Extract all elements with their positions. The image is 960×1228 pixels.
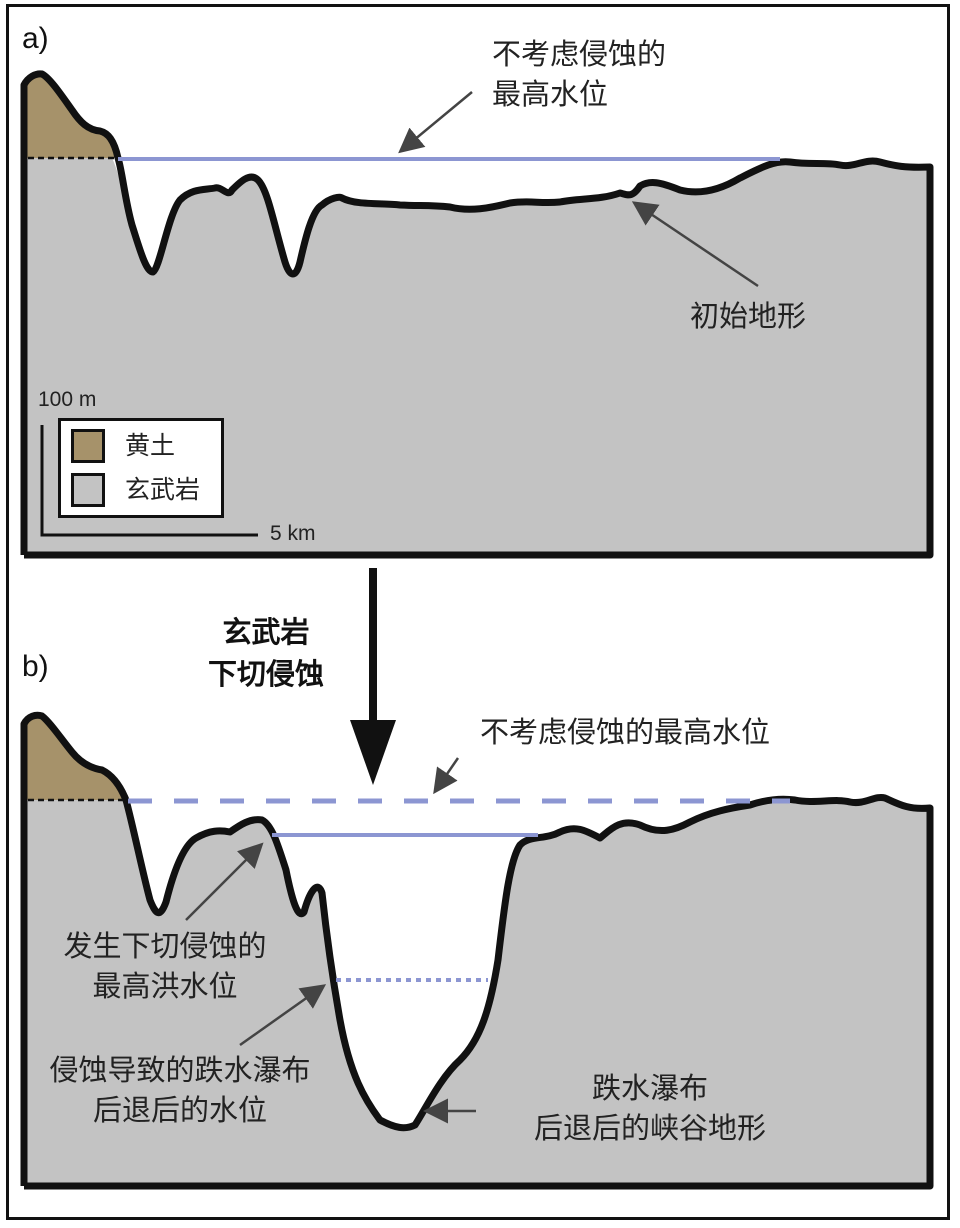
transition-label-line1: 玄武岩 (222, 615, 310, 649)
panel-b-max-level-arrow (433, 757, 460, 795)
legend: 黄土 玄武岩 (58, 418, 224, 518)
panel-b-retreat-level-label-line2: 后退后的水位 (92, 1093, 267, 1127)
scale-bar (40, 425, 258, 537)
panel-b-canyon-label-line2: 后退后的峡谷地形 (533, 1111, 766, 1145)
panel-b-flood-level-label-line2: 最高洪水位 (92, 969, 238, 1003)
panel-a-max-level-arrow (398, 91, 473, 154)
transition-label-line2: 下切侵蚀 (207, 657, 324, 691)
legend-swatch-basalt (71, 473, 105, 507)
panel-a-initial-terrain-arrow (631, 201, 759, 288)
panel-a-max-level-label-line1: 不考虑侵蚀的 (492, 37, 667, 71)
panel-b-canyon-label-line1: 跌水瀑布 (591, 1071, 708, 1105)
scale-vertical-label: 100 m (38, 388, 97, 411)
panel-b-flood-level-arrow (185, 842, 264, 921)
panel-a-label: a) (22, 22, 49, 55)
panel-a-max-level-label-line2: 最高水位 (492, 77, 609, 111)
panel-a-initial-terrain-label: 初始地形 (690, 299, 807, 333)
legend-label-basalt: 玄武岩 (125, 475, 201, 504)
panel-b-retreat-level-label-line1: 侵蚀导致的跌水瀑布 (49, 1053, 311, 1087)
panel-b-terrain (20, 711, 934, 1190)
panel-a-terrain (20, 70, 934, 559)
panel-b-flood-level-label-line1: 发生下切侵蚀的 (63, 929, 267, 963)
panel-b-label: b) (22, 650, 49, 683)
legend-label-loess: 黄土 (125, 431, 176, 460)
panel-b-max-level-label: 不考虑侵蚀的最高水位 (480, 715, 771, 749)
scale-horizontal-label: 5 km (270, 522, 316, 545)
panel-b-retreat-level-arrow (239, 984, 327, 1047)
legend-swatch-loess (71, 429, 105, 463)
transition-arrow (350, 568, 396, 785)
